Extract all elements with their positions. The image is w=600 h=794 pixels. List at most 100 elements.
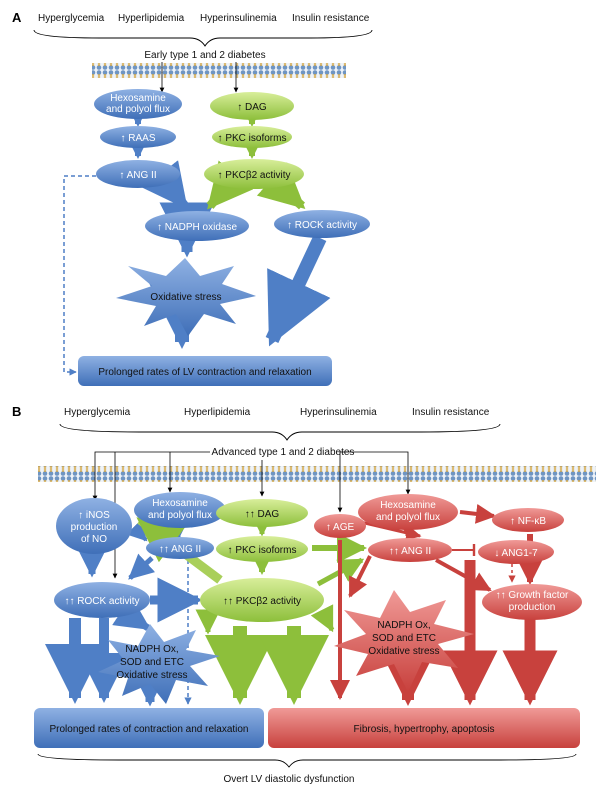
hexosamine-b-red-line1: Hexosamine [380, 500, 436, 511]
brace-a [33, 29, 373, 47]
ox-red-line2: SOD and ETC [372, 633, 436, 644]
condition-hyperglycemia: Hyperglycemia [38, 13, 105, 24]
arrow-inos-to-ang [126, 520, 148, 542]
condition-insulin-resistance: Insulin resistance [292, 13, 370, 24]
arrow-age-to-ox-red [348, 555, 372, 598]
node-growth-factor [482, 584, 582, 620]
arrow-pkcb2-to-nadph [206, 160, 254, 210]
arrow-adv-to-inos [92, 451, 210, 501]
outcome-box-b-blue [34, 708, 264, 748]
outcome-box-a [78, 356, 332, 386]
hexosamine-b-red-line2: and polyol flux [376, 512, 440, 523]
ox-blue-line3: Oxidative stress [116, 670, 187, 681]
node-pkcb2-a [204, 159, 304, 189]
node-hexosamine-b-blue [134, 492, 226, 528]
hexosamine-a-line1: Hexosamine [110, 93, 166, 104]
final-outcome-label: Overt LV diastolic dysfunction [224, 774, 355, 785]
dashed-arrow-ang-to-outcome [63, 175, 96, 376]
dag-b-label: ↑↑ DAG [245, 509, 280, 520]
dag-a-label: ↑ DAG [237, 102, 267, 113]
ox-blue-line1: NADPH Ox, [125, 644, 178, 655]
panel-a-letter: A [12, 10, 22, 25]
arrow-ang-to-nadph [142, 160, 189, 210]
brace-b-bottom [37, 753, 577, 768]
node-ang17 [478, 540, 554, 564]
arrow-hex-red-to-nfkb [459, 503, 496, 524]
ox-red-line3: Oxidative stress [368, 646, 439, 657]
ang2-b-blue-label: ↑↑ ANG II [159, 544, 201, 555]
rock-b-label: ↑↑ ROCK activity [64, 596, 139, 607]
outcome-b-red-label: Fibrosis, hypertrophy, apoptosis [354, 724, 495, 735]
ang17-label: ↓ ANG1-7 [494, 548, 538, 559]
condition-hyperlipidemia-b: Hyperlipidemia [184, 407, 251, 418]
panel-a: A Hyperglycemia Hyperlipidemia Hyperinsu… [12, 10, 373, 386]
node-nadph-oxidase [145, 211, 249, 241]
early-diabetes-label: Early type 1 and 2 diabetes [144, 50, 265, 61]
ox-blue-line2: SOD and ETC [120, 657, 184, 668]
inos-line2: production [71, 522, 118, 533]
oxidative-stress-burst-b-red [334, 590, 474, 692]
node-hexosamine-b-red [358, 494, 458, 530]
inos-line3: of NO [81, 534, 107, 545]
arrow-rock-to-outcome [265, 235, 331, 347]
condition-hyperinsulinemia: Hyperinsulinemia [200, 13, 277, 24]
arrow-rock-to-ox-blue [112, 595, 151, 631]
arrow-ang-red-to-growth [435, 558, 492, 592]
arrow-adv-to-age [337, 451, 357, 513]
rock-a-label: ↑ ROCK activity [287, 220, 357, 231]
cell-membrane-b [38, 466, 596, 482]
pkc-isoforms-b-label: ↑ PKC isoforms [228, 545, 297, 556]
node-hexosamine-a [94, 89, 182, 119]
node-pkc-isoforms-b [216, 536, 308, 562]
node-rock-b [54, 582, 150, 618]
ox-red-line1: NADPH Ox, [377, 620, 430, 631]
condition-hyperinsulinemia-b: Hyperinsulinemia [300, 407, 377, 418]
growth-line1: ↑↑ Growth factor [496, 590, 569, 601]
hexosamine-b-blue-line2: and polyol flux [148, 510, 212, 521]
arrow-ang-blue-to-rock [128, 553, 156, 580]
node-pkcb2-b [200, 578, 324, 622]
node-nfkb [492, 508, 564, 532]
brace-b [59, 423, 501, 441]
condition-hyperlipidemia: Hyperlipidemia [118, 13, 185, 24]
node-pkc-isoforms-a [212, 126, 292, 148]
advanced-diabetes-label: Advanced type 1 and 2 diabetes [212, 447, 355, 458]
node-age [314, 514, 366, 538]
age-label: ↑ AGE [326, 522, 355, 533]
node-inos [56, 498, 132, 554]
nadph-oxidase-label: ↑ NADPH oxidase [157, 222, 237, 233]
arrow-pkcb2-to-rock [256, 162, 306, 210]
panel-b-letter: B [12, 404, 21, 419]
nfkb-label: ↑ NF-κB [510, 516, 546, 527]
node-raas [100, 126, 176, 148]
raas-label: ↑ RAAS [120, 133, 155, 144]
node-dag-a [210, 92, 294, 120]
node-dag-b [216, 499, 308, 527]
oxidative-stress-burst-a [116, 258, 256, 336]
condition-insulin-resistance-b: Insulin resistance [412, 407, 490, 418]
oxidative-stress-a-label: Oxidative stress [150, 292, 221, 303]
hexosamine-a-line2: and polyol flux [106, 104, 170, 115]
pkcb2-b-label: ↑↑ PKCβ2 activity [223, 596, 301, 607]
outcome-a-label: Prolonged rates of LV contraction and re… [98, 367, 311, 378]
ang2-b-red-label: ↑↑ ANG II [389, 546, 431, 557]
cell-membrane-a [92, 63, 346, 78]
pkcb2-a-label: ↑ PKCβ2 activity [218, 170, 291, 181]
node-ang2-b-blue [146, 537, 214, 559]
hexosamine-b-blue-line1: Hexosamine [152, 498, 208, 509]
growth-line2: production [509, 602, 556, 613]
pkc-isoforms-a-label: ↑ PKC isoforms [218, 133, 287, 144]
outcome-box-b-red [268, 708, 580, 748]
node-ang2-b-red [368, 538, 452, 562]
node-ang2-a [96, 160, 180, 188]
arrow-pkcb2-small-2 [310, 604, 335, 633]
condition-hyperglycemia-b: Hyperglycemia [64, 407, 131, 418]
outcome-b-blue-label: Prolonged rates of contraction and relax… [49, 724, 248, 735]
arrow-adv-to-hex-red [357, 451, 411, 495]
ang2-a-label: ↑ ANG II [119, 170, 156, 181]
panel-b: B Hyperglycemia Hyperlipidemia Hyperinsu… [12, 404, 596, 785]
inos-line1: ↑ iNOS [78, 510, 110, 521]
node-rock-a [274, 210, 370, 238]
oxidative-stress-burst-b-blue [98, 624, 220, 704]
